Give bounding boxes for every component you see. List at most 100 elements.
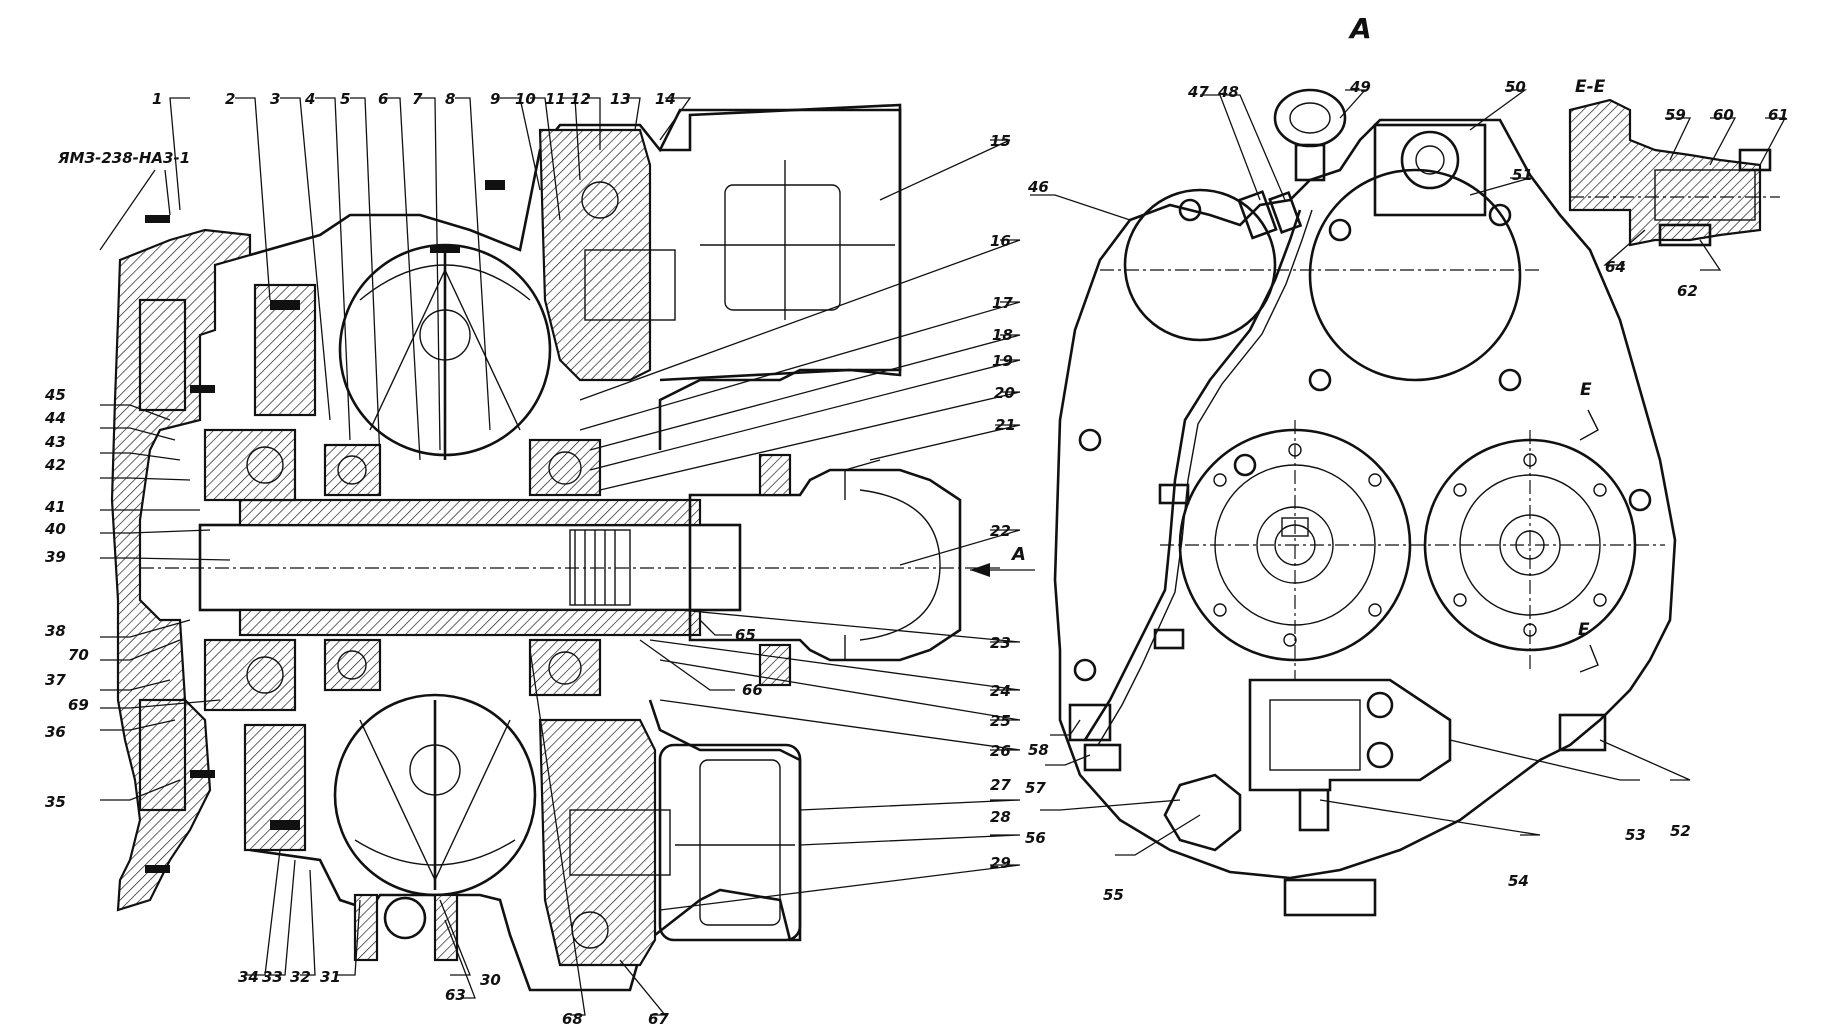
pipe-clamp-lower <box>1153 628 1185 650</box>
clutch-plate-lower <box>243 723 307 852</box>
callout-29: 29 <box>990 854 1011 872</box>
section-ee-title: E-E <box>1575 77 1606 97</box>
callout-10: 10 <box>515 90 536 108</box>
ring-gear-lower <box>138 698 187 812</box>
callout-50: 50 <box>1505 78 1526 96</box>
view-a-arrow <box>970 563 990 577</box>
callout-45: 45 <box>44 386 66 404</box>
callout-48: 48 <box>1217 83 1239 101</box>
valve-block <box>1248 678 1452 792</box>
callout-13: 13 <box>610 90 631 108</box>
callout-54: 54 <box>1508 872 1529 890</box>
oil-pipe <box>1083 209 1302 741</box>
leader-lines <box>99 89 1787 1016</box>
ee-shaft <box>1654 169 1756 221</box>
callout-12: 12 <box>570 90 591 108</box>
callout-23: 23 <box>990 634 1011 652</box>
callout-43: 43 <box>44 433 66 451</box>
callout-64: 64 <box>1605 258 1626 276</box>
shaft-sleeve-upper <box>238 498 702 527</box>
callout-1: 1 <box>152 90 162 108</box>
bottom-tab <box>1283 878 1377 917</box>
callout-58: 58 <box>1028 741 1049 759</box>
view-a-arrow-label: A <box>1010 544 1026 565</box>
callout-55: 55 <box>1103 886 1124 904</box>
lower-gear-bore <box>569 809 671 876</box>
bearing-right-lower <box>528 638 602 697</box>
view-a-end: E E <box>1053 88 1677 917</box>
bearing-mid-upper <box>323 443 382 497</box>
callout-57: 57 <box>1025 779 1046 797</box>
yoke-bolt-top <box>758 453 792 497</box>
callout-5: 5 <box>340 90 350 108</box>
callout-numbers: 1 2 3 4 5 6 7 8 9 10 11 12 13 14 15 16 1… <box>44 78 1789 1028</box>
callout-9: 9 <box>490 90 500 108</box>
top-mount-panel <box>724 184 841 311</box>
view-a-upper-left-circle <box>1123 188 1277 342</box>
fitting-57 <box>1083 743 1122 772</box>
view-a-upper-right-circle <box>1308 168 1522 382</box>
callout-19: 19 <box>992 352 1013 370</box>
callout-51: 51 <box>1512 166 1533 184</box>
callout-40: 40 <box>44 520 66 538</box>
callout-4: 4 <box>304 90 315 108</box>
callout-17: 17 <box>992 294 1013 312</box>
bearing-left-upper <box>203 428 297 502</box>
bearing-left-lower <box>203 638 297 712</box>
callout-25: 25 <box>990 712 1011 730</box>
shaft-sleeve-lower <box>238 608 702 637</box>
output-yoke <box>688 468 962 662</box>
callout-22: 22 <box>990 522 1011 540</box>
drain-square-plug <box>1558 713 1607 752</box>
callout-20: 20 <box>994 384 1015 402</box>
callout-36: 36 <box>45 723 66 741</box>
callout-60: 60 <box>1713 106 1734 124</box>
callout-68: 68 <box>562 1010 583 1028</box>
callout-30: 30 <box>480 971 501 989</box>
end-housing-outline <box>1053 118 1677 880</box>
callout-61: 61 <box>1768 106 1789 124</box>
section-e-markers <box>1579 409 1599 673</box>
callout-24: 24 <box>990 682 1011 700</box>
top-mount-box <box>659 103 902 382</box>
bearing-mid-lower <box>323 638 382 692</box>
labels: A E-E ЯМЗ-238-НА3-1 <box>57 12 1606 167</box>
callout-34: 34 <box>238 968 259 986</box>
callout-59: 59 <box>1665 106 1686 124</box>
fitting-48 <box>1268 190 1303 235</box>
ee-body <box>1568 98 1762 247</box>
callout-52: 52 <box>1670 822 1691 840</box>
callout-14: 14 <box>655 90 676 108</box>
callout-35: 35 <box>45 793 66 811</box>
callout-49: 49 <box>1349 78 1371 96</box>
callout-63: 63 <box>445 986 466 1004</box>
ring-gear-upper <box>138 298 187 412</box>
section-e-lower: E <box>1578 620 1590 640</box>
longitudinal-section: A <box>110 103 1035 992</box>
callout-31: 31 <box>320 968 341 986</box>
callout-11: 11 <box>545 90 566 108</box>
housing-bolts <box>145 180 505 873</box>
callout-21: 21 <box>995 416 1016 434</box>
callout-7: 7 <box>412 90 423 108</box>
valve-stem <box>1298 788 1330 832</box>
upper-gear-bore <box>584 249 676 321</box>
callout-56: 56 <box>1025 829 1046 847</box>
callout-53: 53 <box>1625 826 1646 844</box>
callout-39: 39 <box>45 548 66 566</box>
callout-3: 3 <box>270 90 280 108</box>
fitting-47 <box>1237 190 1278 240</box>
callout-28: 28 <box>990 808 1011 826</box>
callout-69: 69 <box>68 696 89 714</box>
octagon-plug <box>1163 773 1242 852</box>
callout-37: 37 <box>45 671 66 689</box>
callout-38: 38 <box>45 622 66 640</box>
bottom-mount-box <box>658 743 802 942</box>
callout-42: 42 <box>44 456 66 474</box>
lower-gear-block <box>538 718 657 967</box>
engine-model-label: ЯМЗ-238-НА3-1 <box>57 149 190 167</box>
callout-67: 67 <box>648 1010 669 1028</box>
callout-16: 16 <box>990 232 1011 250</box>
callout-66: 66 <box>742 681 763 699</box>
